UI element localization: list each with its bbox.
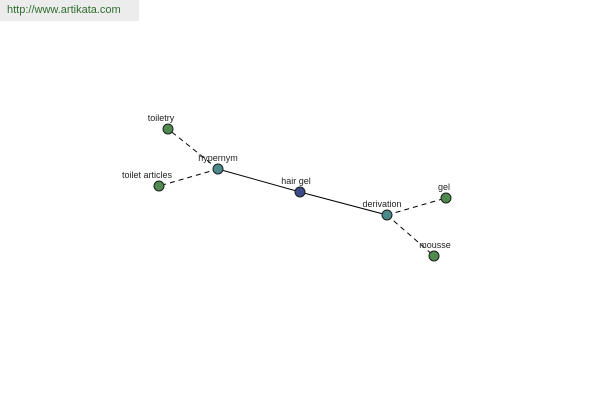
node-label-derivation: derivation (362, 199, 401, 209)
node-label-mousse: mousse (419, 240, 451, 250)
node-label-gel: gel (438, 182, 450, 192)
node-toiletry[interactable] (162, 123, 174, 135)
node-hair-gel[interactable] (294, 186, 306, 198)
edge-derivation-gel (386, 197, 447, 216)
node-label-toiletry: toiletry (148, 113, 175, 123)
edge-hair-gel-derivation (299, 191, 388, 216)
node-toilet-articles[interactable] (153, 180, 165, 192)
edge-hypernym-toiletry (167, 128, 219, 170)
node-label-hypernym: hypernym (198, 153, 238, 163)
edge-hair-gel-hypernym (217, 168, 301, 193)
node-derivation[interactable] (381, 209, 393, 221)
node-hypernym[interactable] (212, 163, 224, 175)
node-gel[interactable] (440, 192, 452, 204)
edge-derivation-mousse (386, 214, 435, 257)
node-label-hair-gel: hair gel (281, 176, 311, 186)
edge-hypernym-toilet-articles (158, 168, 219, 187)
node-mousse[interactable] (428, 250, 440, 262)
site-url-link[interactable]: http://www.artikata.com (0, 0, 139, 21)
node-label-toilet-articles: toilet articles (122, 170, 173, 180)
